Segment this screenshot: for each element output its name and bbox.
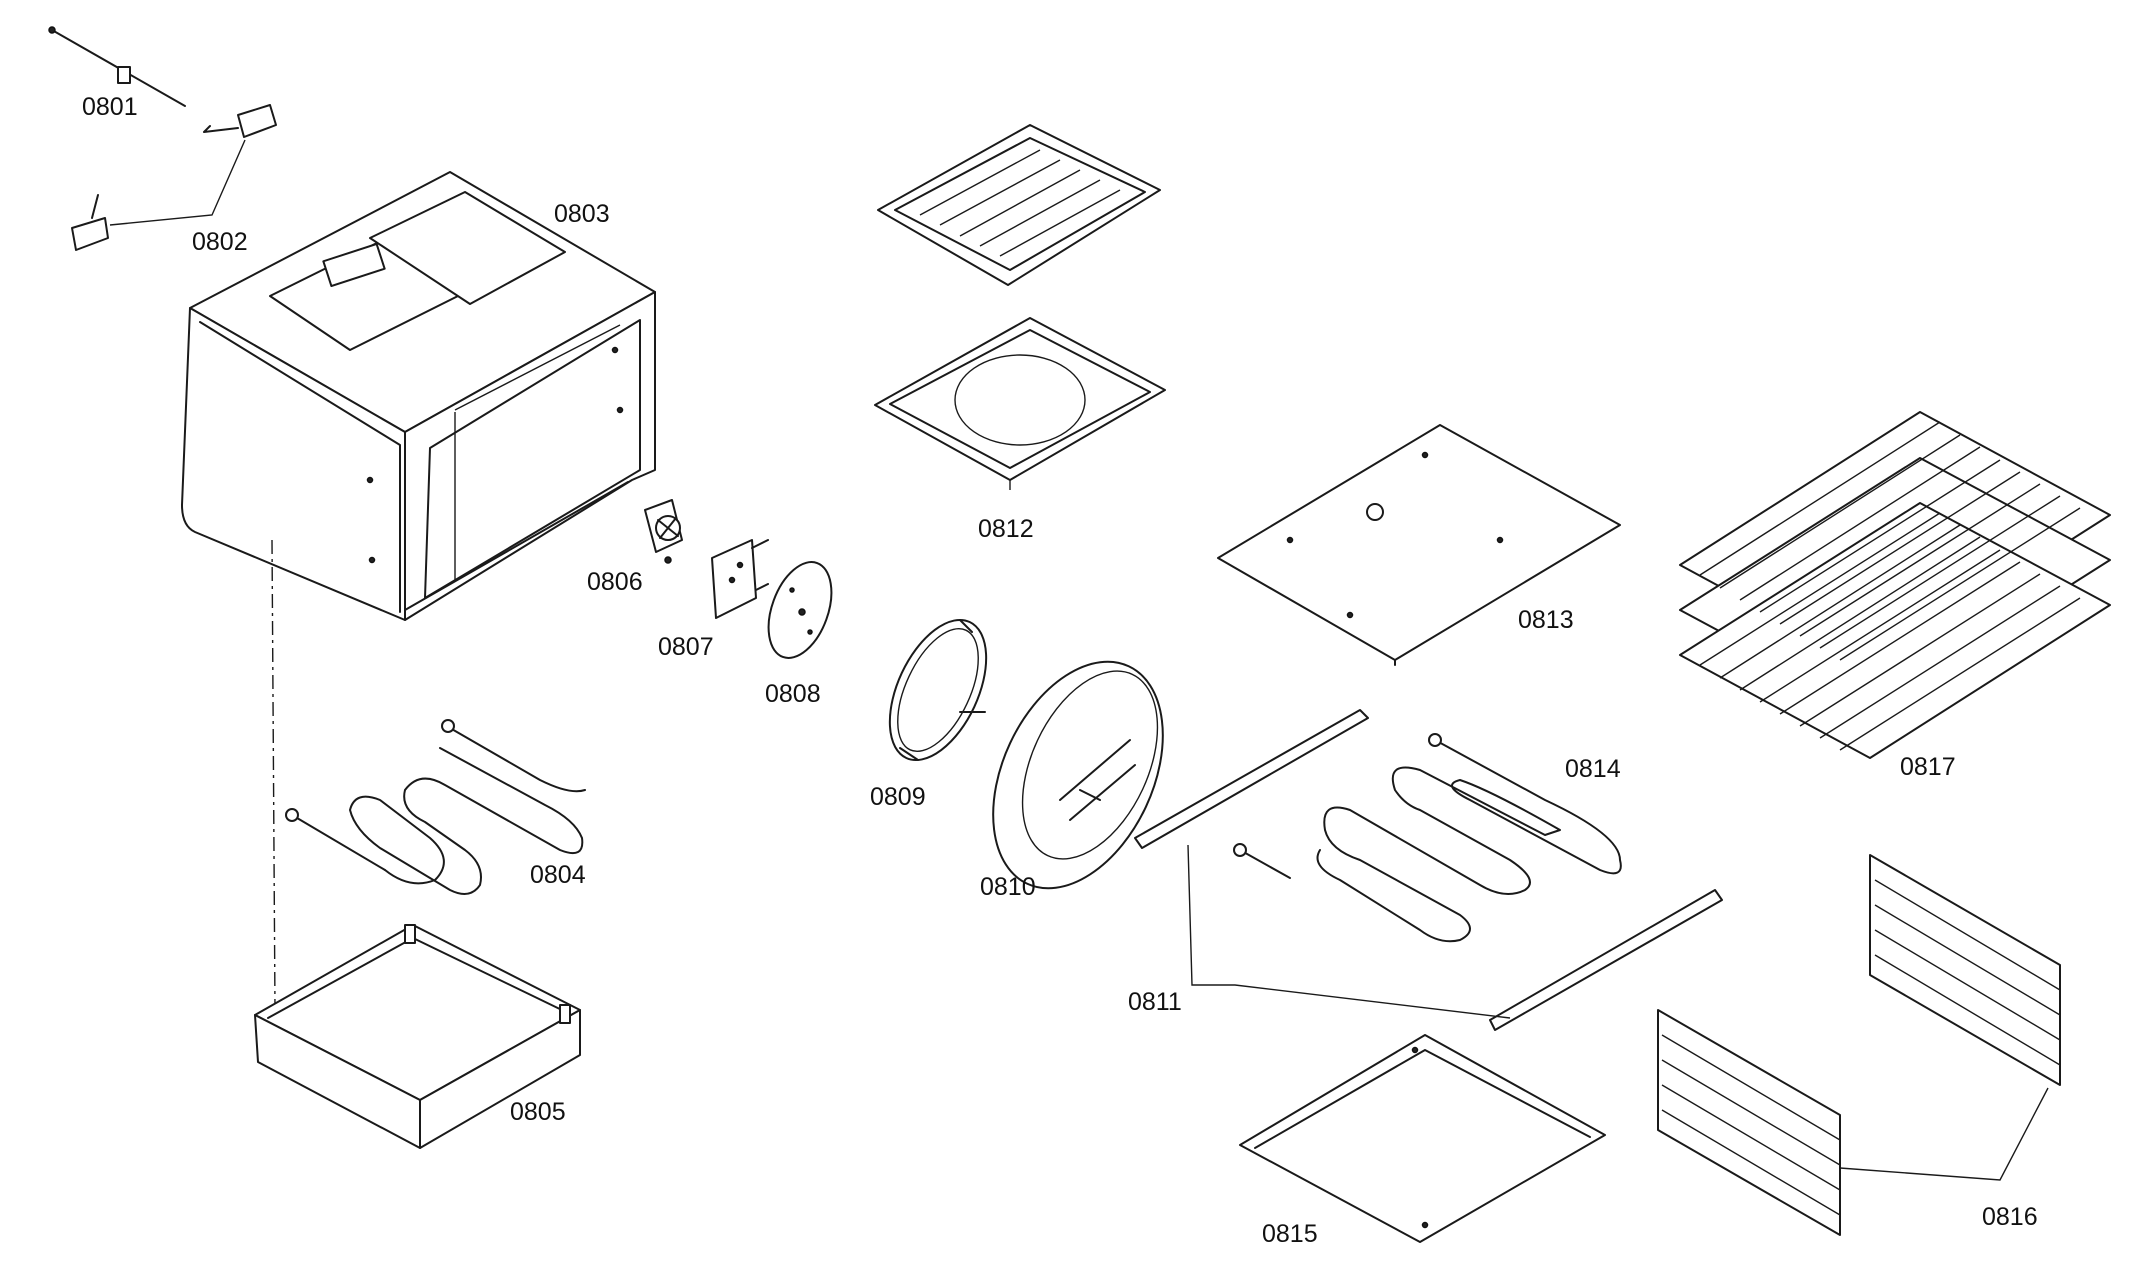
- label-0808: 0808: [765, 680, 821, 708]
- label-0814: 0814: [1565, 755, 1621, 783]
- label-0813: 0813: [1518, 606, 1574, 634]
- label-0807: 0807: [658, 633, 714, 661]
- part-0817-oven-racks: [1679, 411, 2111, 759]
- part-0808-fan-blade: [767, 561, 833, 659]
- part-0805-bottom-tray: [254, 924, 581, 1149]
- label-0812: 0812: [978, 515, 1034, 543]
- alignment-line: [271, 539, 276, 1011]
- part-0809-element-ring: [888, 618, 988, 762]
- label-0811: 0811: [1128, 988, 1182, 1016]
- label-0801: 0801: [82, 93, 138, 121]
- part-0801-probe: [48, 26, 186, 107]
- label-0809: 0809: [870, 783, 926, 811]
- part-0811-rails: [1134, 709, 1723, 1031]
- label-0815: 0815: [1262, 1220, 1318, 1248]
- label-0810: 0810: [980, 873, 1036, 901]
- part-0812-broiler-pan: [874, 124, 1166, 490]
- label-0816: 0816: [1982, 1203, 2038, 1231]
- label-0805: 0805: [510, 1098, 566, 1126]
- part-0802-sensors: [71, 104, 277, 251]
- part-0806-fan-motor: [644, 499, 683, 564]
- part-0814-broil-element: [1233, 733, 1622, 943]
- part-0803-oven-cavity: [181, 171, 656, 621]
- part-0810-convection-cover: [992, 660, 1164, 890]
- label-0802: 0802: [192, 228, 248, 256]
- part-0807-fan-bracket: [711, 539, 769, 619]
- part-labels: 0801 0802 0803 0804 0805 0806 0807 0808 …: [82, 93, 2038, 1248]
- part-0815-bottom-panel: [1239, 1034, 1606, 1243]
- label-0804: 0804: [530, 861, 586, 889]
- part-0804-bake-element: [285, 719, 586, 895]
- part-0816-rack-supports: [1657, 854, 2061, 1236]
- part-0813-floor-panel: [1217, 424, 1621, 666]
- label-0806: 0806: [587, 568, 643, 596]
- label-0817: 0817: [1900, 753, 1956, 781]
- label-0803: 0803: [554, 200, 610, 228]
